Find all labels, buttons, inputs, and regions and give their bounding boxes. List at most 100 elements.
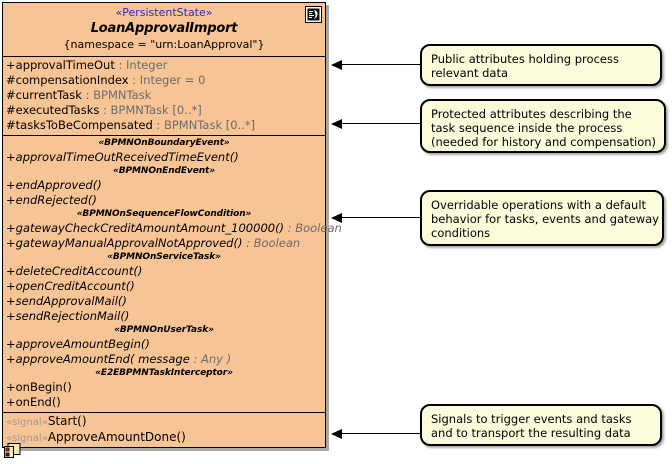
attribute-visibility: + [6, 58, 16, 72]
arrow-head-icon [331, 119, 342, 129]
operation-group-stereotype: «BPMNOnEndEvent» [113, 166, 215, 176]
operation-signature: gatewayCheckCreditAmountAmount_100000() [15, 221, 285, 235]
signal-keyword: «signal» [6, 417, 48, 428]
attribute-row[interactable]: #tasksToBeCompensated : BPMNTask [0..*] [3, 118, 325, 133]
operation-row[interactable]: +approveAmountBegin() [3, 337, 325, 352]
operation-signature: onBegin() [15, 380, 72, 394]
operation-group-stereotype: «BPMNOnBoundaryEvent» [98, 138, 230, 148]
operations-compartment: «BPMNOnBoundaryEvent»+approvalTimeOutRec… [3, 136, 342, 413]
class-name: LoanApprovalImport [90, 21, 238, 36]
operation-group-stereotype: «BPMNOnServiceTask» [107, 252, 221, 262]
operation-row[interactable]: +sendApprovalMail() [3, 294, 325, 309]
arrow-head-icon [331, 60, 342, 70]
note-line: Signals to trigger events and tasks [431, 412, 632, 426]
operation-visibility: + [6, 221, 16, 235]
operation-row[interactable]: +sendRejectionMail() [3, 309, 325, 324]
operation-signature: sendApprovalMail() [15, 294, 127, 308]
operation-visibility: + [6, 236, 16, 250]
operation-signature: approveAmountEnd( message [15, 352, 190, 366]
signal-row[interactable]: «signal»ApproveAmountDone() [3, 430, 325, 446]
operation-visibility: + [6, 352, 16, 366]
note-line: Public attributes holding process [431, 52, 619, 66]
class-stereotype: «PersistentState» [115, 6, 213, 19]
operation-visibility: + [6, 294, 16, 308]
operation-return-type: : Any ) [189, 352, 232, 366]
attribute-visibility: # [6, 103, 16, 117]
operation-row[interactable]: +endApproved() [3, 178, 325, 193]
operation-signature: approvalTimeOutReceivedTimeEvent() [15, 150, 239, 164]
attribute-row[interactable]: #compensationIndex : Integer = 0 [3, 73, 325, 88]
note-line: Overridable operations with a default [431, 198, 647, 212]
operation-group-stereotype: «BPMNOnSequenceFlowCondition» [76, 209, 252, 219]
operation-signature: approveAmountBegin() [15, 337, 150, 351]
operation-row[interactable]: +gatewayCheckCreditAmountAmount_100000()… [3, 221, 342, 236]
attribute-name: executedTasks [15, 103, 100, 117]
attribute-type: : BPMNTask [0..*] [99, 103, 202, 117]
connector-to-protected-attributes [331, 119, 421, 129]
operation-row[interactable]: +approvalTimeOutReceivedTimeEvent() [3, 150, 325, 165]
attribute-type: : Integer [114, 58, 168, 72]
operation-row[interactable]: +openCreditAccount() [3, 279, 325, 294]
operation-visibility: + [6, 150, 16, 164]
operation-return-type: : Boolean [242, 236, 301, 250]
note-line: relevant data [431, 66, 509, 80]
operation-signature: onEnd() [15, 395, 61, 409]
attribute-row[interactable]: #executedTasks : BPMNTask [0..*] [3, 103, 325, 118]
attribute-row[interactable]: +approvalTimeOut : Integer [3, 58, 325, 73]
uml-class-box[interactable]: «PersistentState» LoanApprovalImport {na… [2, 2, 342, 458]
arrow-head-icon [331, 213, 342, 223]
operation-signature: endRejected() [15, 193, 97, 207]
connector-line [339, 64, 421, 65]
signal-row[interactable]: «signal»Start() [3, 414, 325, 430]
attribute-visibility: # [6, 73, 16, 87]
operation-visibility: + [6, 178, 16, 192]
operation-row[interactable]: +onBegin() [3, 380, 325, 395]
operation-signature: sendRejectionMail() [15, 309, 130, 323]
note-line: and to transport the resulting data [431, 426, 631, 440]
operation-row[interactable]: +deleteCreditAccount() [3, 264, 325, 279]
operation-row[interactable]: +endRejected() [3, 193, 325, 208]
operation-row[interactable]: +onEnd() [3, 395, 325, 410]
attribute-type: : BPMNTask [0..*] [152, 118, 256, 132]
operation-group-stereotype: «E2EBPMNTaskInterceptor» [95, 368, 233, 378]
operation-group-stereotype: «BPMNOnUserTask» [114, 325, 214, 335]
attributes-compartment: +approvalTimeOut : Integer#compensationI… [3, 57, 325, 136]
connector-to-public-attributes [331, 60, 421, 70]
attribute-name: tasksToBeCompensated [15, 118, 153, 132]
connector-line [339, 217, 421, 218]
operation-row[interactable]: +approveAmountEnd( message : Any ) [3, 352, 325, 367]
connector-to-operations [331, 213, 421, 223]
operation-visibility: + [6, 279, 16, 293]
signal-keyword: «signal» [6, 433, 48, 444]
operation-visibility: + [6, 309, 16, 323]
signal-name: Start() [47, 414, 87, 428]
operation-visibility: + [6, 337, 16, 351]
operation-signature: deleteCreditAccount() [15, 264, 143, 278]
operation-visibility: + [6, 264, 16, 278]
attribute-visibility: # [6, 88, 16, 102]
operation-row[interactable]: +gatewayManualApprovalNotApproved() : Bo… [3, 236, 325, 251]
attribute-name: currentTask [15, 88, 82, 102]
attribute-type: : BPMNTask [81, 88, 152, 102]
class-header: «PersistentState» LoanApprovalImport {na… [3, 3, 325, 57]
attribute-name: compensationIndex [15, 73, 129, 87]
component-icon [4, 443, 22, 459]
note-line: Protected attributes describing the [431, 107, 632, 121]
attribute-visibility: # [6, 118, 16, 132]
persistent-state-icon [305, 6, 322, 23]
signals-compartment: «signal»Start()«signal»ApproveAmountDone… [3, 413, 325, 448]
operation-return-type: : Boolean [284, 221, 342, 235]
operation-signature: gatewayManualApprovalNotApproved() [15, 236, 243, 250]
attribute-type: : Integer = 0 [128, 73, 206, 87]
attribute-row[interactable]: #currentTask : BPMNTask [3, 88, 325, 103]
operation-visibility: + [6, 395, 16, 409]
operation-visibility: + [6, 193, 16, 207]
operation-visibility: + [6, 380, 16, 394]
class-namespace-tag: {namespace = "urn:LoanApproval"} [63, 38, 265, 51]
operation-signature: openCreditAccount() [15, 279, 135, 293]
operation-signature: endApproved() [15, 178, 102, 192]
